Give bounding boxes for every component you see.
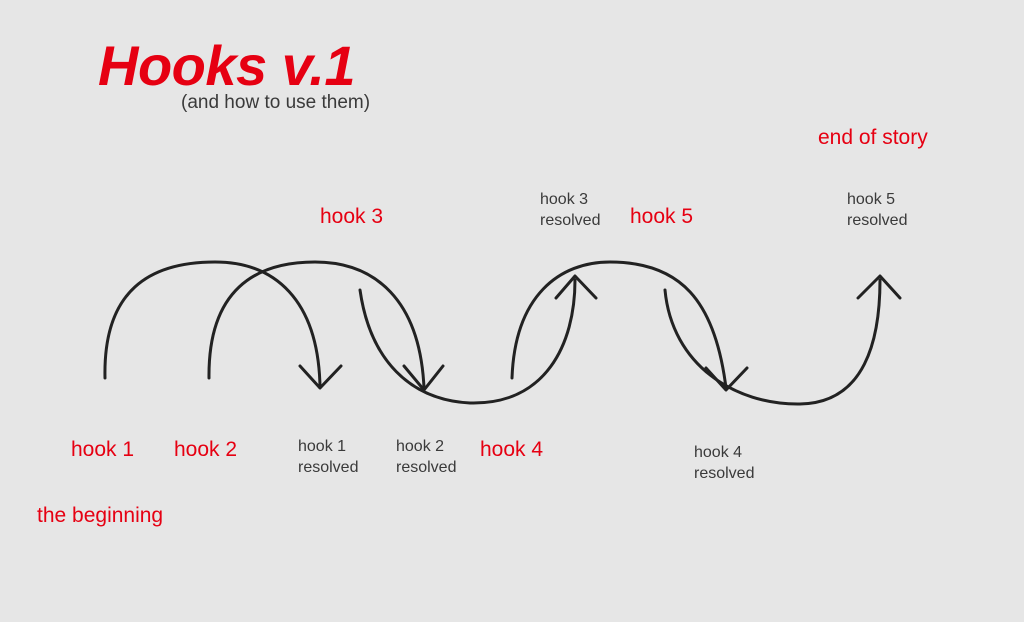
hook-5-resolved-line-1: hook 5 [847,191,896,208]
hook-3-label: hook 3 [320,205,384,228]
hook-4-resolved-line-1: hook 4 [694,444,743,461]
hook-2-arc [207,260,426,390]
hook-2-resolved-arrowhead [402,364,445,392]
hook-1-resolved-line-1: hook 1 [298,438,347,455]
hook-1-arc [103,260,322,388]
hook-3-resolved-arrowhead [554,274,598,300]
hook-3-resolved-note: hook 3 resolved [540,189,600,231]
page-title: Hooks v.1 [98,34,355,97]
hook-5-resolved-note: hook 5 resolved [847,189,907,231]
hook-3-arc [358,278,577,405]
hook-1-label: hook 1 [71,438,135,461]
hook-4-resolved-note: hook 4 resolved [694,442,754,484]
hook-5-resolved-line-2: resolved [847,212,908,229]
hook-4-resolved-line-2: resolved [694,465,755,482]
the-beginning-label: the beginning [37,504,164,527]
hook-1-resolved-line-2: resolved [298,459,359,476]
hook-2-resolved-note: hook 2 resolved [396,436,456,478]
hook-2-resolved-line-2: resolved [396,459,457,476]
hook-5-label: hook 5 [630,205,694,228]
hook-3-resolved-line-2: resolved [540,212,601,229]
hook-5-resolved-arrowhead [856,274,902,300]
hook-4-arc [510,260,728,390]
end-of-story-label: end of story [818,126,928,149]
hook-4-label: hook 4 [480,438,544,461]
page-subtitle: (and how to use them) [181,92,371,113]
hook-2-label: hook 2 [174,438,238,461]
hook-1-resolved-arrowhead [298,364,343,390]
hook-3-resolved-line-1: hook 3 [540,191,589,208]
hook-1-resolved-note: hook 1 resolved [298,436,358,478]
hook-5-arc [663,278,882,406]
hook-2-resolved-line-1: hook 2 [396,438,445,455]
